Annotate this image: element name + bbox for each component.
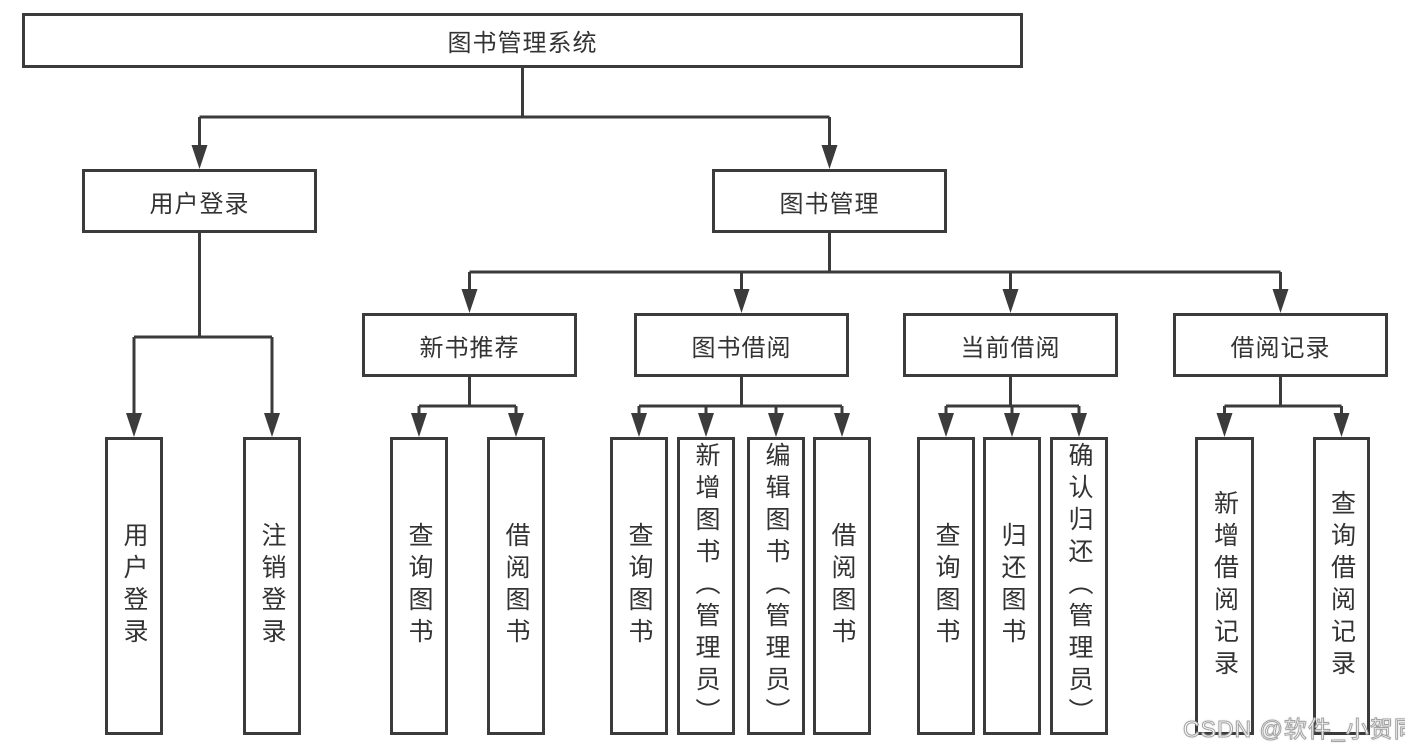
node-book-borrowing: 图书借阅: [634, 313, 849, 377]
arrowhead-icon: [1333, 413, 1350, 437]
arrowhead-icon: [1272, 289, 1289, 313]
node-logout: 注销登录: [243, 437, 301, 735]
node-confirm-return-admin: 确认归还（管理员）: [1050, 437, 1108, 735]
node-library-system: 图书管理系统: [22, 13, 1023, 68]
arrowhead-icon: [461, 289, 478, 313]
arrowhead-icon: [631, 413, 647, 437]
node-query-borrow-record: 查询借阅记录: [1313, 437, 1370, 735]
arrowhead-icon: [698, 413, 714, 437]
arrowhead-icon: [834, 413, 850, 437]
node-book-management: 图书管理: [712, 169, 947, 233]
watermark-text: CSDN @软件_小贺同学: [1183, 716, 1405, 743]
arrowhead-icon: [938, 413, 954, 437]
arrowhead-icon: [1002, 289, 1019, 313]
arrowhead-icon: [768, 413, 784, 437]
node-add-borrow-record: 新增借阅记录: [1195, 437, 1254, 735]
node-return-books: 归还图书: [983, 437, 1041, 735]
node-query-books: 查询图书: [390, 437, 448, 735]
arrowhead-icon: [508, 413, 524, 437]
node-query-books: 查询图书: [610, 437, 668, 735]
node-add-books-admin: 新增图书（管理员）: [677, 437, 735, 735]
arrowhead-icon: [1004, 413, 1020, 437]
node-borrowing-records: 借阅记录: [1173, 313, 1388, 377]
arrowhead-icon: [821, 145, 838, 169]
arrowhead-icon: [1216, 413, 1233, 437]
arrowhead-icon: [191, 145, 208, 169]
arrowhead-icon: [1071, 413, 1087, 437]
node-edit-books-admin: 编辑图书（管理员）: [747, 437, 805, 735]
node-borrow-books: 借阅图书: [813, 437, 871, 735]
arrowhead-icon: [733, 289, 750, 313]
node-user-login-group: 用户登录: [82, 169, 317, 233]
arrowhead-icon: [411, 413, 427, 437]
node-user-login: 用户登录: [105, 437, 163, 735]
node-query-books: 查询图书: [917, 437, 975, 735]
arrowhead-icon: [264, 413, 280, 437]
node-current-borrowing: 当前借阅: [903, 313, 1118, 377]
node-borrow-books: 借阅图书: [487, 437, 545, 735]
node-new-book-recommend: 新书推荐: [362, 313, 577, 377]
arrowhead-icon: [126, 413, 142, 437]
